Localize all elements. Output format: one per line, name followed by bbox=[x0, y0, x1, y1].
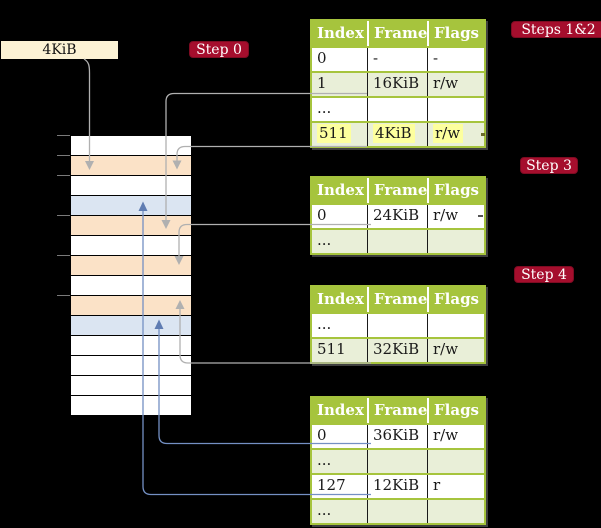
cell-frame: 24KiB bbox=[367, 205, 427, 228]
memory-tick bbox=[57, 255, 70, 256]
header-flags: Flags bbox=[427, 398, 480, 423]
cell-flags bbox=[427, 500, 480, 523]
header-flags: Flags bbox=[427, 21, 480, 46]
cell-index: ... bbox=[317, 451, 332, 469]
header-frame: Frame bbox=[367, 178, 427, 203]
cell-index: 0 bbox=[317, 426, 327, 444]
header-index: Index bbox=[317, 181, 364, 199]
step-3-badge: Step 3 bbox=[520, 157, 578, 174]
highlighted-value: 4KiB bbox=[373, 124, 415, 143]
memory-tick bbox=[57, 215, 70, 216]
header-frame: Frame bbox=[367, 287, 427, 312]
cell-frame bbox=[367, 98, 427, 121]
table-row: 511 4KiB r/w bbox=[312, 121, 484, 146]
entry511-to-4kib-line bbox=[176, 145, 367, 161]
highlighted-value: 511 bbox=[317, 124, 351, 143]
cell-frame: 16KiB bbox=[367, 73, 427, 96]
header-flags: Flags bbox=[427, 178, 480, 203]
memory-row-11-free bbox=[71, 356, 191, 376]
cell-flags: r/w bbox=[427, 339, 480, 362]
cell-flags bbox=[427, 98, 480, 121]
step-0-badge: Step 0 bbox=[189, 41, 249, 58]
cell-index: ... bbox=[317, 501, 332, 519]
cell-frame: 12KiB bbox=[367, 475, 427, 498]
cell-frame bbox=[367, 450, 427, 473]
header-frame: Frame bbox=[367, 398, 427, 423]
table-row: 0 -- bbox=[312, 46, 484, 71]
cell-flags: r/w bbox=[427, 73, 480, 96]
cell-index: 511 bbox=[312, 123, 367, 146]
memory-row-10-free bbox=[71, 336, 191, 356]
cell-index: 0 bbox=[317, 206, 327, 224]
cell-flags: r/w bbox=[427, 425, 480, 448]
cell-frame bbox=[367, 230, 427, 253]
table-row: ... bbox=[312, 228, 484, 253]
memory-row-4-page-table bbox=[71, 216, 191, 236]
memory-row-2-free bbox=[71, 176, 191, 196]
memory-row-3-mapped-frame bbox=[71, 196, 191, 216]
cell-frame: 4KiB bbox=[367, 123, 427, 146]
memory-row-13-free bbox=[71, 396, 191, 415]
header-index: Index bbox=[317, 401, 364, 419]
steps-1-2-badge: Steps 1&2 bbox=[511, 21, 601, 38]
cell-flags: r bbox=[427, 475, 480, 498]
memory-tick bbox=[57, 175, 70, 176]
cell-frame: - bbox=[367, 48, 427, 71]
table-row: ... bbox=[312, 312, 484, 337]
memory-row-1-page-table bbox=[71, 156, 191, 176]
memory-row-0-free bbox=[71, 136, 191, 156]
cell-index: 1 bbox=[317, 74, 327, 92]
table-row: ... bbox=[312, 448, 484, 473]
cell-flags: r/w bbox=[427, 123, 480, 146]
cell-flags bbox=[427, 314, 480, 337]
cell-index: 511 bbox=[317, 340, 346, 358]
header-index: Index bbox=[317, 290, 364, 308]
memory-row-9-mapped-frame bbox=[71, 316, 191, 336]
memory-row-8-page-table bbox=[71, 296, 191, 316]
memory-row-5-free bbox=[71, 236, 191, 256]
highlighted-value: r/w bbox=[433, 124, 464, 143]
physical-memory-column bbox=[70, 135, 192, 416]
cell-index: ... bbox=[317, 315, 332, 333]
table-row: ... bbox=[312, 96, 484, 121]
cell-frame: 36KiB bbox=[367, 425, 427, 448]
cell-flags: r/w bbox=[427, 205, 480, 228]
memory-row-12-free bbox=[71, 376, 191, 396]
memory-tick bbox=[57, 295, 70, 296]
cell-flags bbox=[427, 450, 480, 473]
cell-frame bbox=[367, 500, 427, 523]
cell-frame bbox=[367, 314, 427, 337]
cell-index: ... bbox=[317, 99, 332, 117]
cell-flags bbox=[427, 230, 480, 253]
header-flags: Flags bbox=[427, 287, 480, 312]
cell-index: 0 bbox=[317, 49, 327, 67]
cell-frame: 32KiB bbox=[367, 339, 427, 362]
cell-flags: - bbox=[427, 48, 480, 71]
memory-size-label: 4KiB bbox=[1, 41, 118, 59]
cell-index: ... bbox=[317, 231, 332, 249]
header-frame: Frame bbox=[367, 21, 427, 46]
memory-tick bbox=[57, 135, 70, 136]
memory-row-7-free bbox=[71, 276, 191, 296]
memory-row-6-page-table bbox=[71, 256, 191, 276]
step-4-badge: Step 4 bbox=[514, 266, 574, 283]
cell-index: 127 bbox=[317, 476, 346, 494]
table-row: ... bbox=[312, 498, 484, 523]
header-index: Index bbox=[317, 24, 364, 42]
memory-tick bbox=[57, 155, 70, 156]
